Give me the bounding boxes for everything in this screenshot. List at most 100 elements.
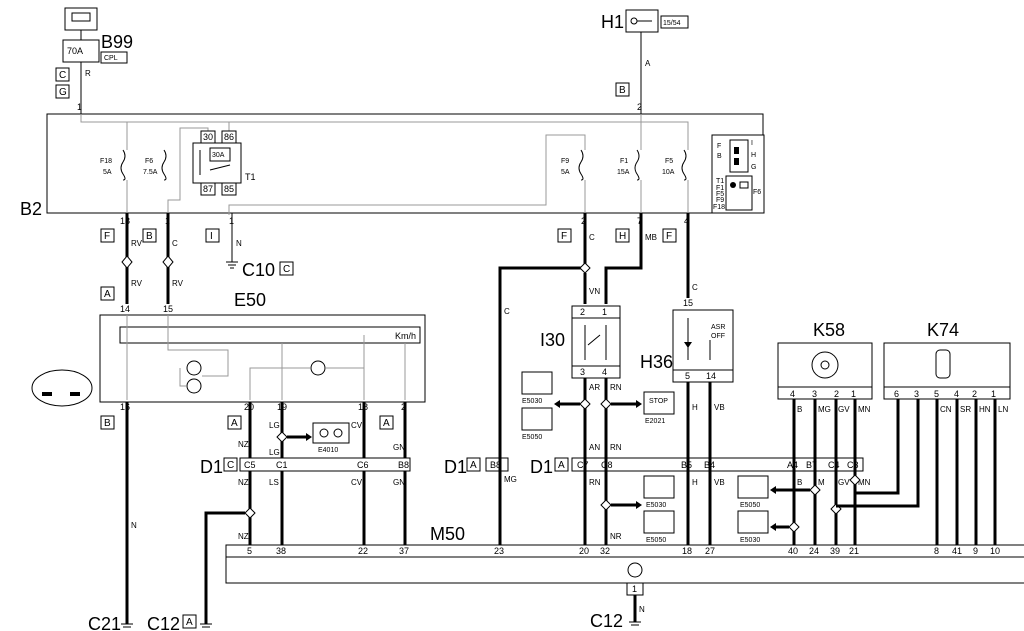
b99-code: B99 xyxy=(101,32,133,52)
d1-code: D1 xyxy=(200,457,223,477)
relay-t1-label: T1 xyxy=(245,172,256,182)
pin-label: 1 xyxy=(77,102,82,112)
fuse-id: F6 xyxy=(145,158,153,165)
tag: I xyxy=(210,231,213,242)
c10-code: C10 xyxy=(242,260,275,280)
component-ref: E5050 xyxy=(740,502,760,509)
warning-lamp-icon xyxy=(310,360,326,376)
abs-icon xyxy=(627,562,643,578)
wire-color-label: LG xyxy=(269,448,280,457)
pin-label: 14 xyxy=(120,304,130,314)
legend-item: B xyxy=(717,153,722,160)
wire-color-label: AN xyxy=(589,443,600,452)
car-icon xyxy=(935,349,951,379)
cluster-location-icon xyxy=(31,369,93,407)
wire-color-label: N xyxy=(131,521,137,530)
wire-color-label: LN xyxy=(998,405,1008,414)
wire-color-label: NR xyxy=(610,532,622,541)
legend-item: H xyxy=(751,152,756,159)
legend-item: F1 xyxy=(716,185,724,192)
fuse-amp: 15A xyxy=(617,169,630,176)
legend-item: F6 xyxy=(753,189,761,196)
cpl-label: CPL xyxy=(104,55,118,62)
wire-color-label: VB xyxy=(714,478,725,487)
fuse-id: F1 xyxy=(620,158,628,165)
pin-label: 27 xyxy=(705,546,715,556)
pin-label: 4 xyxy=(790,389,795,399)
battery-icon xyxy=(71,12,91,22)
wire-color-label: A xyxy=(645,59,651,68)
pin-label: 4 xyxy=(602,367,607,377)
e5050-symbol xyxy=(521,407,553,431)
wire-color-label: VN xyxy=(589,287,600,296)
tag: C xyxy=(227,460,234,471)
tag: B xyxy=(619,85,626,96)
pin-label: 30 xyxy=(203,132,213,142)
component-ref: E5030 xyxy=(740,537,760,544)
e5030-symbol xyxy=(643,475,675,499)
wire-color-label: NZ xyxy=(238,440,249,449)
tag: C xyxy=(283,264,290,275)
pin-label: 41 xyxy=(952,546,962,556)
fuse-amp: 5A xyxy=(561,169,570,176)
bulb-icon xyxy=(186,378,202,394)
e5030-symbol xyxy=(521,371,553,395)
pin-label: 2 xyxy=(580,307,585,317)
pin-label: 5 xyxy=(685,371,690,381)
pin-label: 14 xyxy=(706,371,716,381)
tag: A xyxy=(231,418,238,429)
pin-label: 1 xyxy=(991,389,996,399)
pin-label: C1 xyxy=(276,460,288,470)
pin-label: 15 xyxy=(683,298,693,308)
tag: G xyxy=(59,87,67,98)
k58-code: K58 xyxy=(813,320,845,340)
c21-code: C21 xyxy=(88,614,121,631)
e4010-symbol xyxy=(312,422,350,444)
wire-color-label: RN xyxy=(610,443,622,452)
component-ref: E5050 xyxy=(646,537,666,544)
d1-connector-mid xyxy=(485,457,509,472)
component-ref: E2021 xyxy=(645,418,665,425)
e2021-symbol xyxy=(643,391,675,415)
m50-module xyxy=(225,556,1024,584)
wire-color-label: H xyxy=(692,403,698,412)
component-ref: E4010 xyxy=(318,447,338,454)
wire-color-label: NZ xyxy=(238,532,249,541)
wire-color-label: CV xyxy=(351,421,363,430)
pin-label: 23 xyxy=(494,546,504,556)
wire-color-label: M xyxy=(818,478,825,487)
d1-connector-right xyxy=(571,457,864,472)
legend-item: T1 xyxy=(716,178,724,185)
stop-label: STOP xyxy=(649,398,668,405)
pin-label: 1 xyxy=(851,389,856,399)
pin-label: C3 xyxy=(847,460,859,470)
d1-code: D1 xyxy=(530,457,553,477)
pin-label: B8 xyxy=(490,460,501,470)
wire-color-label: VB xyxy=(714,403,725,412)
kmh-label: Km/h xyxy=(395,331,416,341)
wire-color-label: N xyxy=(236,239,242,248)
pin-label: 24 xyxy=(809,546,819,556)
wire-color-label: RV xyxy=(172,279,184,288)
pin-label: 4 xyxy=(954,389,959,399)
component-ref: E5050 xyxy=(522,434,542,441)
pin-label: 2 xyxy=(972,389,977,399)
tag: B xyxy=(104,418,111,429)
legend-item: G xyxy=(751,164,756,171)
pin-label: 38 xyxy=(276,546,286,556)
e5050-symbol xyxy=(643,510,675,534)
m50-connector xyxy=(225,544,1024,558)
pin-label: C7 xyxy=(577,460,589,470)
pin-label: 39 xyxy=(830,546,840,556)
pin-label: 40 xyxy=(788,546,798,556)
off-label: OFF xyxy=(711,333,725,340)
wire-color-label: CV xyxy=(351,478,363,487)
pin-label: 1 xyxy=(632,584,637,594)
wire-color-label: H xyxy=(692,478,698,487)
pin-label: 21 xyxy=(849,546,859,556)
pin-label: 3 xyxy=(914,389,919,399)
fuse-id: F5 xyxy=(665,158,673,165)
wire-color-label: LS xyxy=(269,478,279,487)
wire-color-label: B xyxy=(797,478,802,487)
pin-label: 87 xyxy=(203,184,213,194)
